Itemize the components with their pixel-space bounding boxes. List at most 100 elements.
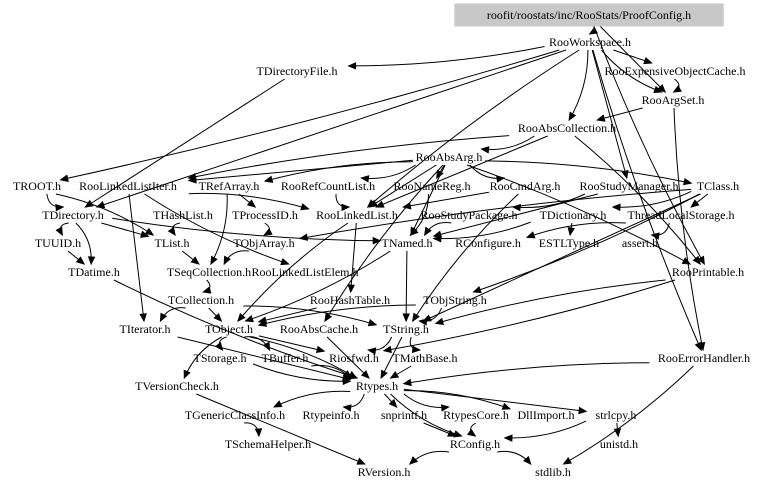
node-TObjArray[interactable]: TObjArray.h <box>233 236 294 250</box>
node-RooLinkedListIter[interactable]: RooLinkedListIter.h <box>79 179 177 193</box>
edge-RooAbsArg-to-RooLinkedListIter <box>188 159 413 181</box>
node-RooWorkspace[interactable]: RooWorkspace.h <box>549 35 631 49</box>
node-RooAbsArg[interactable]: RooAbsArg.h <box>416 150 483 164</box>
node-RooHashTable[interactable]: RooHashTable.h <box>310 293 390 307</box>
node-TRefArray[interactable]: TRefArray.h <box>199 179 260 193</box>
edge-TDictionary-to-TNamed <box>433 221 531 240</box>
node-RooNameReg[interactable]: RooNameReg.h <box>394 179 471 193</box>
arrowhead-TString-to-TMathBase <box>411 345 422 354</box>
node-TDirectoryFile[interactable]: TDirectoryFile.h <box>257 64 338 78</box>
arrowhead-ThreadLocalStorage-to-RConfigure <box>526 231 536 239</box>
arrowhead-TCollection-to-TIterator <box>159 312 168 323</box>
edge-TCollection-to-TString <box>243 305 377 326</box>
node-DllImport[interactable]: DllImport.h <box>518 408 575 422</box>
node-TVersionCheck[interactable]: TVersionCheck.h <box>135 379 219 393</box>
edge-TClass-to-TString <box>423 193 701 322</box>
arrowhead-THashList-to-TList <box>167 226 176 237</box>
arrowhead-TDirectory-to-TUUID <box>55 226 63 237</box>
node-RooPrintable[interactable]: RooPrintable.h <box>672 265 744 279</box>
arrowhead-snprintf-to-RConfig <box>447 429 457 437</box>
node-TSeqCollection[interactable]: TSeqCollection.h <box>167 265 251 279</box>
arrowhead-TSeqCollection-to-TCollection <box>202 286 212 294</box>
edge-RooAbsCollection-to-RooPrintable <box>574 135 701 265</box>
edge-TClass-to-TObjArray <box>300 188 692 239</box>
node-RVersion[interactable]: RVersion.h <box>358 465 411 479</box>
root-node-box <box>454 3 724 27</box>
arrowhead-RooLinkedListIter-to-RooLinkedListElem <box>280 258 290 266</box>
arrowhead-TDictionary-to-ESTLType <box>567 226 575 237</box>
node-ThreadLocalStorage[interactable]: ThreadLocalStorage.h <box>628 208 735 222</box>
node-TDirectory[interactable]: TDirectory.h <box>42 208 104 222</box>
arrowhead-TNamed-to-TObject <box>244 315 254 323</box>
node-RooAbsCollection[interactable]: RooAbsCollection.h <box>518 121 616 135</box>
node-TDatime[interactable]: TDatime.h <box>68 265 120 279</box>
arrowhead-Rtypes-to-RtypesCore <box>440 404 450 412</box>
node-Riosfwd[interactable]: Riosfwd.h <box>329 351 379 365</box>
node-TROOT[interactable]: TROOT.h <box>13 179 61 193</box>
node-strlcpy[interactable]: strlcpy.h <box>596 408 637 422</box>
node-RooLinkedList[interactable]: RooLinkedList.h <box>316 208 398 222</box>
node-TNamed[interactable]: TNamed.h <box>382 236 433 250</box>
node-Rtypeinfo[interactable]: Rtypeinfo.h <box>303 408 360 422</box>
arrowhead-TObjString-to-TObject <box>257 319 268 327</box>
node-layer: roofit/roostats/inc/RooStats/ProofConfig… <box>13 8 750 479</box>
node-RConfig[interactable]: RConfig.h <box>450 437 500 451</box>
node-assert[interactable]: assert.h <box>622 236 658 250</box>
node-RooCmdArg[interactable]: RooCmdArg.h <box>490 179 561 193</box>
edge-RooCmdArg-to-RooLinkedList <box>403 191 489 208</box>
edge-TDatime-to-Rtypes <box>113 279 358 379</box>
node-RtypesCore[interactable]: RtypesCore.h <box>443 408 509 422</box>
node-RooAbsCache[interactable]: RooAbsCache.h <box>280 322 358 336</box>
edge-TClass-to-TObjString <box>473 193 700 293</box>
arrowhead-Rtypes-to-strlcpy <box>578 406 588 415</box>
node-TClass[interactable]: TClass.h <box>697 179 739 193</box>
edge-RooErrorHandler-to-Rtypes <box>403 362 650 385</box>
node-RooExpensiveObjectCache[interactable]: RooExpensiveObjectCache.h <box>605 64 746 78</box>
node-RooArgSet[interactable]: RooArgSet.h <box>642 93 705 107</box>
node-RooRefCountList[interactable]: RooRefCountList.h <box>281 179 375 193</box>
node-ESTLType[interactable]: ESTLType.h <box>539 236 599 250</box>
node-TMathBase[interactable]: TMathBase.h <box>393 351 458 365</box>
arrowhead-TObject-to-TBuffer <box>262 341 271 352</box>
node-TStorage[interactable]: TStorage.h <box>194 351 247 365</box>
arrowhead-TROOT-to-TDirectory <box>55 203 65 212</box>
arrowhead-RtypesCore-to-RConfig <box>466 428 477 437</box>
node-stdlib[interactable]: stdlib.h <box>535 465 571 479</box>
arrowhead-root-to-RooPrintable <box>697 255 705 266</box>
node-TBuffer[interactable]: TBuffer.h <box>262 351 309 365</box>
arrowhead-strlcpy-to-unistd <box>613 428 622 438</box>
node-TObjString[interactable]: TObjString.h <box>423 293 486 307</box>
arrowhead-RooRefCountList-to-RooLinkedList <box>341 203 351 212</box>
arrowhead-RooAbsArg-to-TClass <box>683 177 693 186</box>
arrowhead-RooAbsArg-to-RooLinkedList <box>368 199 379 208</box>
arrowhead-Rtypes-to-RConfig <box>453 430 463 438</box>
node-TUUID[interactable]: TUUID.h <box>35 236 81 250</box>
node-RooLinkedListElem[interactable]: RooLinkedListElem.h <box>252 265 359 279</box>
arrowhead-TObjArray-to-TSeqCollection <box>223 255 231 266</box>
node-RConfigure[interactable]: RConfigure.h <box>455 236 521 250</box>
arrowhead-TClass-to-TObjString <box>472 286 482 294</box>
node-TProcessID[interactable]: TProcessID.h <box>232 208 298 222</box>
node-TCollection[interactable]: TCollection.h <box>168 293 234 307</box>
node-TString[interactable]: TString.h <box>383 322 429 336</box>
node-RooStudyManager[interactable]: RooStudyManager.h <box>580 179 679 193</box>
node-TDictionary[interactable]: TDictionary.h <box>540 208 607 222</box>
node-unistd[interactable]: unistd.h <box>600 437 638 451</box>
arrowhead-RooLinkedList-to-TObject <box>237 312 246 322</box>
node-THashList[interactable]: THashList.h <box>153 208 213 222</box>
arrowhead-Rtypes-to-TGenericClassInfo <box>273 400 283 408</box>
arrowhead-TCollection-to-TString <box>367 319 378 327</box>
node-root[interactable]: roofit/roostats/inc/RooStats/ProofConfig… <box>487 8 691 22</box>
node-RooErrorHandler[interactable]: RooErrorHandler.h <box>658 351 750 365</box>
node-TGenericClassInfo[interactable]: TGenericClassInfo.h <box>185 408 285 422</box>
node-TIterator[interactable]: TIterator.h <box>120 322 171 336</box>
node-snprintf[interactable]: snprintf.h <box>381 408 427 422</box>
arrowhead-TDirectoryFile-to-TDirectory <box>84 199 94 208</box>
node-TList[interactable]: TList.h <box>155 236 190 250</box>
node-Rtypes[interactable]: Rtypes.h <box>356 379 398 393</box>
edge-Rtypes-to-DllImport <box>403 390 511 410</box>
arrowhead-TRefArray-to-TProcessID <box>246 199 257 208</box>
node-TObject[interactable]: TObject.h <box>205 322 253 336</box>
node-TSchemaHelper[interactable]: TSchemaHelper.h <box>225 437 311 451</box>
node-RooStudyPackage[interactable]: RooStudyPackage.h <box>421 208 518 222</box>
